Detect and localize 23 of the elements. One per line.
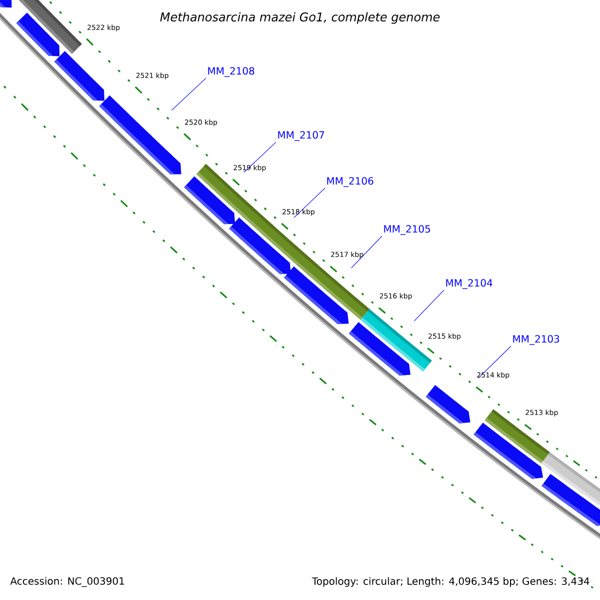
gene-label: MM_2108 bbox=[208, 67, 254, 77]
title: Methanosarcina mazei Go1, complete genome bbox=[160, 12, 440, 24]
gene-block bbox=[426, 385, 470, 424]
gene-label: MM_2104 bbox=[446, 279, 492, 289]
gene-block bbox=[542, 474, 600, 526]
gene-label: MM_2105 bbox=[384, 225, 430, 235]
gene-block bbox=[99, 95, 182, 174]
gene-label: MM_2107 bbox=[278, 131, 324, 141]
gene-label: MM_2103 bbox=[513, 335, 560, 345]
gene-block bbox=[184, 176, 236, 224]
gene-block bbox=[0, 0, 12, 8]
leader-line bbox=[414, 290, 444, 322]
leader-line bbox=[244, 142, 276, 173]
footer-text: Accession: NC_003901 bbox=[10, 577, 124, 587]
gene-block bbox=[16, 12, 60, 56]
gene-block bbox=[229, 217, 291, 274]
leader-line bbox=[478, 346, 512, 378]
leader-line bbox=[351, 236, 382, 268]
leader-line bbox=[294, 188, 326, 218]
footer-text: Topology: circular; Length: 4,096,345 bp; Genes: 3,434 bbox=[312, 577, 590, 587]
gene-label: MM_2106 bbox=[327, 177, 374, 187]
leader-line bbox=[171, 78, 206, 111]
gene-block bbox=[54, 51, 104, 101]
